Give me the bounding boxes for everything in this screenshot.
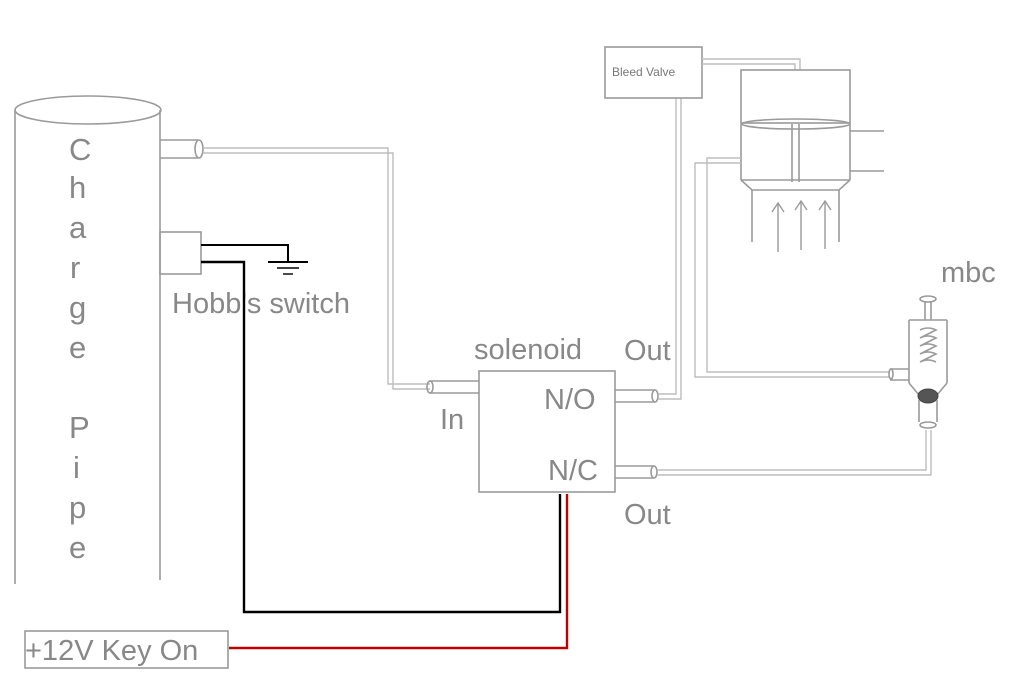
out-top-label: Out: [624, 335, 671, 367]
charge-pipe-letter: P: [69, 410, 90, 445]
line-no-to-bleed-valve: [658, 98, 682, 400]
charge-pipe-letter: e: [69, 330, 86, 365]
charge-pipe-letter: i: [73, 450, 80, 485]
mbc-label: mbc: [941, 257, 996, 289]
charge-pipe-label: C h a r g e P i p e: [69, 132, 91, 565]
charge-pipe-letter: r: [70, 250, 80, 285]
solenoid-body: [478, 370, 616, 493]
charge-pipe-letter: p: [69, 490, 86, 525]
charge-pipe-letter: e: [69, 530, 86, 565]
hobbs-switch-wire: [201, 260, 562, 614]
exhaust-flow-arrows: [771, 199, 832, 252]
wastegate-top-housing: [740, 69, 851, 124]
charge-pipe-nipple: [160, 139, 204, 159]
vacuum-line-to-solenoid-in: [203, 147, 430, 390]
solenoid-in-port: [426, 380, 479, 394]
solenoid-in-label: In: [440, 404, 464, 436]
charge-pipe-letter: C: [69, 132, 91, 167]
mbc-adjuster-knob: [919, 295, 937, 303]
power-wire: [229, 494, 569, 650]
hobbs-switch-body: [159, 231, 202, 275]
power-label: +12V Key On: [25, 635, 198, 667]
mbc-spring: [919, 327, 938, 363]
mbc-valve: mbc: [888, 257, 996, 429]
line-wastegate-to-mbc: [694, 157, 890, 378]
charge-pipe-letter: g: [69, 290, 86, 325]
out-bottom-label: Out: [624, 499, 671, 531]
mbc-check-ball: [917, 388, 939, 404]
solenoid-label: solenoid: [474, 334, 582, 366]
power-box: [24, 630, 229, 669]
wastegate-diaphragm: [741, 118, 851, 130]
wastegate: [740, 69, 884, 252]
solenoid-nc-label: N/C: [548, 455, 598, 487]
charge-pipe: [14, 95, 162, 584]
hobbs-switch-label: Hobb's switch: [172, 288, 350, 320]
line-nc-to-mbc: [657, 430, 932, 476]
ground-wire: [201, 244, 308, 275]
charge-pipe-letter: a: [69, 210, 87, 245]
bleed-valve-label: Bleed Valve: [612, 65, 675, 79]
solenoid-no-port: [615, 389, 659, 403]
solenoid-nc-port: [615, 465, 658, 479]
charge-pipe-top: [14, 95, 162, 125]
solenoid-no-label: N/O: [544, 384, 596, 416]
line-bleed-to-wastegate: [702, 58, 801, 70]
bleed-valve-box: [604, 46, 703, 99]
charge-pipe-letter: h: [69, 170, 86, 205]
